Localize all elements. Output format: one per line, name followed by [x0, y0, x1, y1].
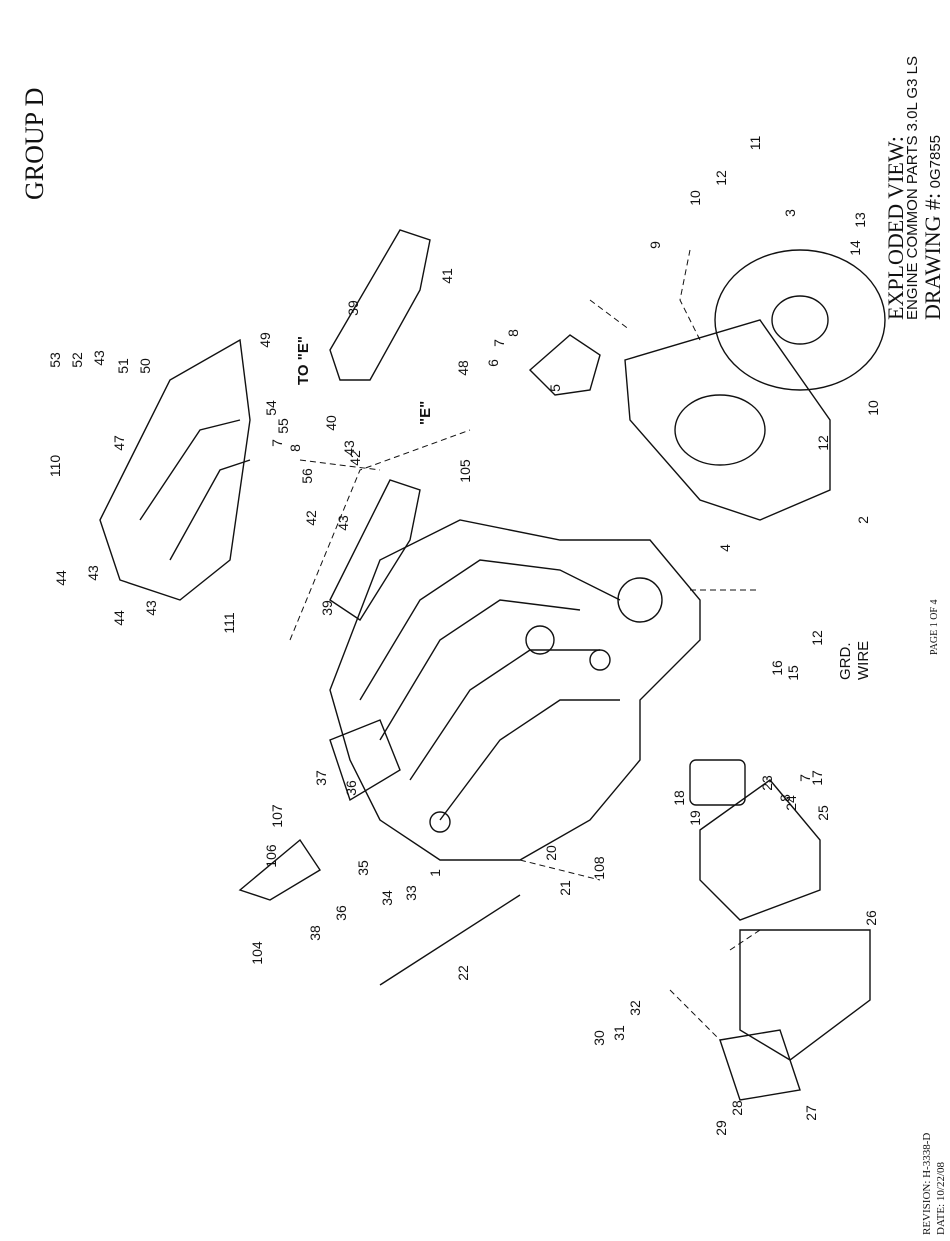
callout-4: 4: [717, 544, 733, 552]
starter: [528, 334, 601, 396]
callout-53: 53: [47, 352, 63, 368]
callout-37: 37: [313, 770, 329, 786]
callout-43: 43: [143, 600, 159, 616]
callout-11: 11: [747, 135, 763, 151]
callout-15: 15: [785, 665, 801, 681]
callout-108: 108: [591, 856, 607, 880]
callout-24: 24: [783, 795, 799, 811]
throttle-body: [329, 719, 401, 802]
exhaust-elbow: [699, 779, 821, 921]
grd-label: GRD.: [837, 642, 854, 681]
page-indicator: PAGE 1 OF 4: [929, 599, 940, 655]
flywheel: [714, 249, 886, 391]
callout-3: 3: [782, 209, 798, 217]
callout-32: 32: [627, 1000, 643, 1016]
dipstick: [379, 894, 521, 986]
callout-43: 43: [335, 515, 351, 531]
wire-label: WIRE: [855, 640, 872, 680]
callout-2: 2: [855, 516, 871, 524]
callout-104: 104: [249, 941, 265, 965]
callout-56: 56: [299, 468, 315, 484]
callout-55: 55: [275, 418, 291, 434]
title-line-3: DRAWING #: 0G7855: [920, 134, 945, 320]
to-e-label: TO "E": [295, 336, 312, 385]
callout-9: 9: [647, 241, 663, 249]
callout-27: 27: [803, 1105, 819, 1121]
callout-31: 31: [611, 1025, 627, 1041]
exhaust-manifold-upper: [329, 229, 431, 381]
callout-43: 43: [85, 565, 101, 581]
callout-21: 21: [557, 880, 573, 896]
title-line-2: ENGINE COMMON PARTS 3.0L G3 LS: [904, 56, 921, 320]
callout-40: 40: [323, 415, 339, 431]
e-marker-label: "E": [417, 400, 434, 425]
wire-harness: [238, 838, 321, 901]
callout-14: 14: [847, 240, 863, 256]
callout-39: 39: [319, 600, 335, 616]
callout-29: 29: [713, 1120, 729, 1136]
callout-41: 41: [439, 268, 455, 284]
callout-12: 12: [809, 630, 825, 646]
engine-block: [329, 519, 701, 861]
oil-filter: [689, 759, 746, 806]
callout-13: 13: [852, 212, 868, 228]
callout-44: 44: [53, 570, 69, 586]
callout-52: 52: [69, 352, 85, 368]
callout-106: 106: [263, 844, 279, 868]
callout-48: 48: [455, 360, 471, 376]
callout-42: 42: [303, 510, 319, 526]
callout-33: 33: [403, 885, 419, 901]
callout-51: 51: [115, 358, 131, 374]
callout-38: 38: [307, 925, 323, 941]
intake-manifold: [99, 338, 251, 601]
callout-1: 1: [427, 869, 443, 877]
callout-17: 17: [809, 770, 825, 786]
callout-16: 16: [769, 660, 785, 676]
callout-50: 50: [137, 358, 153, 374]
callout-10: 10: [687, 190, 703, 206]
date-line: DATE: 10/22/08: [935, 1161, 947, 1235]
callout-110: 110: [47, 454, 63, 478]
callout-18: 18: [671, 790, 687, 806]
callout-36: 36: [343, 780, 359, 796]
callout-23: 23: [759, 775, 775, 791]
callout-47: 47: [111, 435, 127, 451]
callout-107: 107: [269, 804, 285, 828]
callout-35: 35: [355, 860, 371, 876]
callout-12: 12: [713, 170, 729, 186]
callout-26: 26: [863, 910, 879, 926]
heat-shield: [739, 929, 871, 1061]
callout-34: 34: [379, 890, 395, 906]
callout-12: 12: [815, 435, 831, 451]
callout-111: 111: [221, 612, 237, 634]
callout-8: 8: [505, 329, 521, 337]
callout-44: 44: [111, 610, 127, 626]
callout-49: 49: [257, 332, 273, 348]
group-label: GROUP D: [20, 87, 49, 200]
callout-36: 36: [333, 905, 349, 921]
callout-25: 25: [815, 805, 831, 821]
drawing-label: DRAWING #:: [920, 192, 945, 320]
callout-30: 30: [591, 1030, 607, 1046]
callout-19: 19: [687, 810, 703, 826]
callout-43: 43: [341, 440, 357, 456]
callout-20: 20: [543, 845, 559, 861]
callout-28: 28: [729, 1100, 745, 1116]
drawing-number: 0G7855: [927, 134, 944, 189]
callout-5: 5: [547, 384, 563, 392]
callout-10: 10: [865, 400, 881, 416]
shield-plate: [719, 1029, 801, 1101]
callout-105: 105: [457, 459, 473, 483]
callout-43: 43: [91, 350, 107, 366]
callout-22: 22: [455, 965, 471, 981]
callout-39: 39: [345, 300, 361, 316]
revision-line: REVISION: H-3338-D: [921, 1132, 933, 1235]
exhaust-manifold-lower: [329, 479, 421, 621]
bell-housing: [624, 319, 831, 521]
